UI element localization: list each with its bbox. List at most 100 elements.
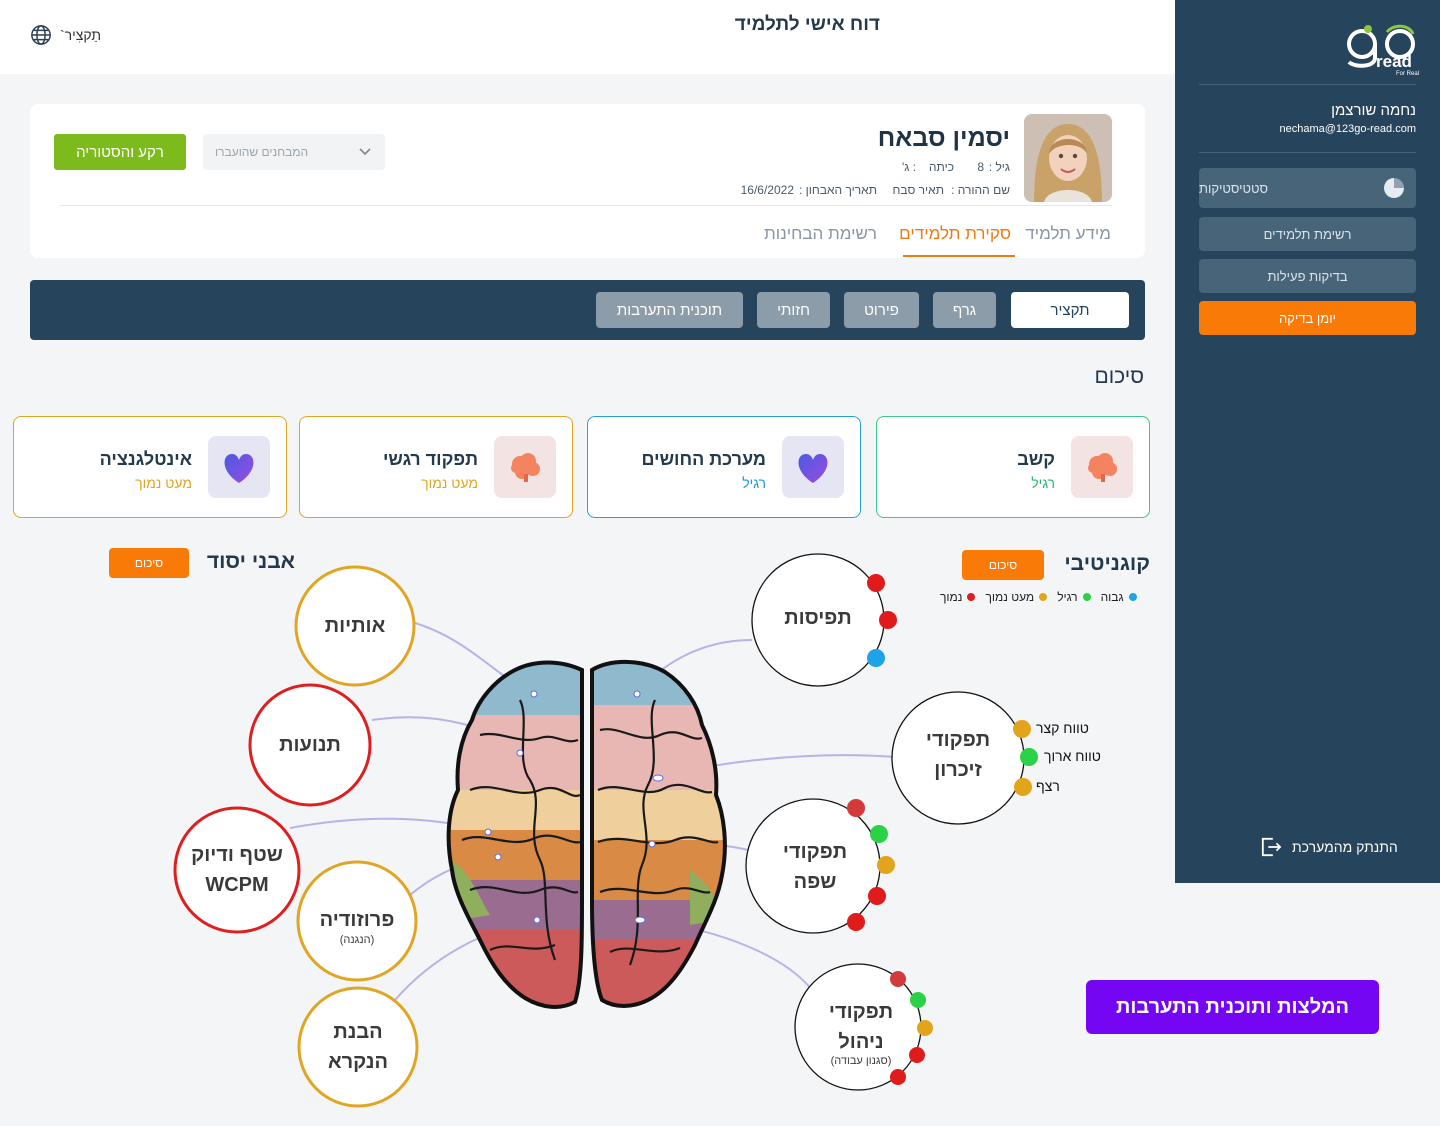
cognitive-summary-button[interactable]: סיכום [962, 550, 1044, 580]
cognitive-title: קוגניטיבי [1064, 552, 1150, 575]
prosody-sublabel: (הנגנה) [339, 934, 375, 946]
foundation-title: אבני יסוד [206, 550, 295, 573]
date-label: תאריך האבחון : [799, 183, 877, 197]
summary-card-level: רגיל [742, 475, 766, 491]
chevron-down-icon [359, 148, 371, 156]
language-label: תַקצִיר` [60, 27, 102, 43]
executive-sublabel: (סגנון עבודה) [830, 1055, 892, 1067]
tab-student-info[interactable]: מידע תלמיד [1025, 224, 1111, 243]
brain-illustration [446, 659, 727, 1009]
toolbar-detail-button[interactable]: פירוט [844, 292, 919, 328]
executive-label-1: תפקודי [828, 1001, 894, 1023]
logout-label: התנתק מהמערכת [1292, 839, 1398, 855]
student-avatar [1024, 114, 1112, 202]
pie-chart-icon [1384, 178, 1404, 198]
brain-icon [494, 436, 556, 498]
fluency-wcpm-label: WCPM [205, 874, 269, 896]
student-card [30, 104, 1145, 258]
logout-icon [1261, 837, 1282, 857]
sidebar-item-active-tests[interactable]: בדיקות פעילות [1199, 259, 1416, 293]
executive-label-2: ניהול [838, 1031, 884, 1053]
memory-sequence-label: רצף [1036, 778, 1060, 794]
foundation-summary-button[interactable]: סיכום [109, 548, 189, 578]
legend-item: נמוך [940, 590, 976, 604]
age-value: 8 [977, 160, 984, 174]
sidebar-item-label: יומן בדיקה [1279, 310, 1336, 326]
legend-dot [967, 593, 976, 601]
summary-card-level: מעט נמוך [421, 475, 478, 491]
language-label-1: תפקודי [782, 841, 848, 863]
brain-icon [1071, 436, 1133, 498]
sidebar-item-label: בדיקות פעילות [1267, 268, 1348, 284]
date-value: 16/6/2022 [740, 183, 794, 197]
memory-long-term-label: טווח ארוך [1044, 748, 1101, 764]
summary-title: סיכום [1094, 365, 1144, 388]
legend-dot [1128, 593, 1137, 601]
sidebar-item-label: סטטיסטיקות [1199, 180, 1269, 196]
logout-button[interactable]: התנתק מהמערכת [1260, 836, 1410, 858]
legend-dot [1039, 593, 1048, 601]
class-value: : ג' [901, 160, 916, 174]
summary-card-sensory[interactable]: מערכת החושים רגיל [587, 416, 861, 518]
top-header: דוח אישי לתלמיד תַקצִיר` [0, 0, 1175, 74]
sidebar [1175, 0, 1440, 883]
summary-card-title: קשב [1017, 449, 1055, 469]
comprehension-label-1: הבנת [333, 1021, 383, 1043]
toolbar-visual-button[interactable]: חזותי [757, 292, 830, 328]
summary-card-title: מערכת החושים [641, 449, 766, 469]
summary-card-intelligence[interactable]: אינטלגנציה מעט נמוך [13, 416, 287, 518]
page-title: דוח אישי לתלמיד [734, 14, 880, 35]
legend-item: רגיל [1057, 590, 1091, 604]
user-email: nechama@123go-read.com [1279, 123, 1416, 135]
parent-label: שם ההורה : [951, 183, 1010, 197]
summary-card-level: רגיל [1031, 475, 1055, 491]
letters-label: אותיות [324, 615, 386, 637]
active-tab-indicator [903, 255, 1015, 257]
sidebar-item-label: רשימת תלמידים [1263, 226, 1352, 242]
legend-label: נמוך [940, 590, 963, 604]
tab-tests-list[interactable]: רשימת הבחינות [763, 224, 877, 243]
brain-anchor-points [484, 690, 664, 924]
background-history-button[interactable]: רקע והסטוריה [54, 134, 186, 170]
summary-card-title: תפקוד רגשי [383, 449, 478, 469]
summary-card-attention[interactable]: קשב רגיל [876, 416, 1150, 518]
memory-label-2: זיכרון [934, 759, 982, 781]
legend-label: מעט נמוך [985, 590, 1035, 604]
toolbar-graph-button[interactable]: גרף [933, 292, 996, 328]
recommendations-button[interactable]: המלצות ותוכנית התערבות [1086, 980, 1379, 1034]
user-name: נחמה שורצמן [1331, 102, 1416, 119]
legend-item: מעט נמוך [985, 590, 1048, 604]
prosody-label: פרוזודיה [319, 909, 395, 931]
memory-short-term-label: טווח קצר [1036, 720, 1089, 736]
vowels-label: תנועות [279, 734, 341, 756]
level-legend: נמוך מעט נמוך רגיל גבוה [940, 590, 1152, 604]
comprehension-label-2: הנקרא [328, 1051, 388, 1073]
sidebar-divider [1199, 152, 1416, 153]
toolbar-summary-button[interactable]: תקציר [1011, 292, 1129, 328]
globe-icon [31, 25, 51, 45]
card-divider [60, 205, 1112, 206]
heart-icon [782, 436, 844, 498]
sidebar-item-test-log[interactable]: יומן בדיקה [1199, 301, 1416, 335]
tests-dropdown[interactable]: המבחנים שהועברו [203, 134, 385, 170]
summary-card-emotional[interactable]: תפקוד רגשי מעט נמוך [299, 416, 573, 518]
logo-text: read [1376, 52, 1412, 71]
memory-label-1: תפקודי [925, 729, 991, 751]
go-read-logo: read For Real [1340, 22, 1420, 78]
sidebar-item-students[interactable]: רשימת תלמידים [1199, 217, 1416, 251]
student-name: יסמין סבאח [877, 124, 1010, 152]
logo-subtext: For Real [1396, 71, 1420, 77]
sidebar-item-statistics[interactable]: סטטיסטיקות [1199, 168, 1416, 208]
tab-student-review[interactable]: סקירת תלמידים [899, 224, 1011, 243]
legend-label: רגיל [1057, 590, 1078, 604]
legend-label: גבוה [1100, 590, 1124, 604]
heart-icon [208, 436, 270, 498]
legend-item: גבוה [1101, 590, 1137, 604]
class-label: כיתה [928, 160, 954, 174]
toolbar-intervention-button[interactable]: תוכנית התערבות [596, 292, 743, 328]
fluency-label: שטף ודיוק [191, 844, 283, 866]
age-label: גיל : [988, 160, 1010, 174]
language-selector[interactable]: תַקצִיר` [30, 24, 101, 46]
summary-card-level: מעט נמוך [135, 475, 192, 491]
summary-card-title: אינטלגנציה [99, 449, 192, 469]
